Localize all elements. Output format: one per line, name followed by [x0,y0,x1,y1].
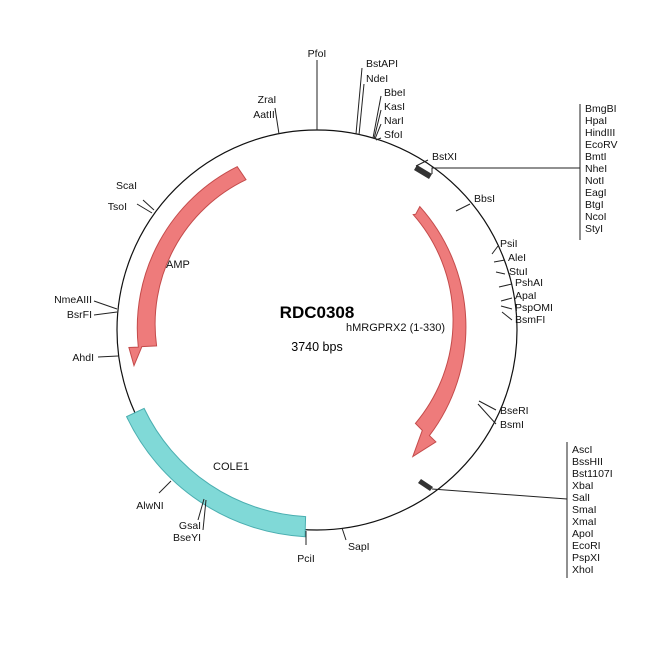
upper-site-5: NheI [585,163,607,175]
ndei-tick [358,83,365,136]
tsoi-tick [136,203,153,214]
bsmfi-tick [501,311,513,321]
site-bstxi: BstXI [432,151,457,163]
upper-site-3: EcoRV [585,139,618,151]
amp-label: AMP [166,259,190,271]
bbsi-tick [455,203,471,212]
lower-site-5: SmaI [572,504,597,516]
upper-cluster-ticks [414,165,432,179]
site-pcii: PciI [297,553,315,565]
zrai-tick [274,107,280,135]
site-alwni: AlwNI [136,500,163,512]
lower-cluster-ticks [418,479,433,491]
site-psii: PsiI [500,238,518,250]
lower-site-3: XbaI [572,480,594,492]
lower-site-1: BssHII [572,456,603,468]
insert-label: hMRGPRX2 (1-330) [346,322,445,334]
upper-site-1: HpaI [585,115,607,127]
bseri-tick [478,400,497,411]
upper-site-7: EagI [585,187,607,199]
upper-site-0: BmgBI [585,103,617,115]
pshai-tick [498,283,513,288]
site-bbsi: BbsI [474,193,495,205]
site-gsai: GsaI [179,520,201,532]
bseyi-tick [202,499,207,531]
lower-site-4: SalI [572,492,590,504]
upper-site-9: NcoI [585,211,607,223]
site-pfoi: PfoI [308,48,327,60]
site-ahdi: AhdI [72,352,94,364]
site-scai: ScaI [116,180,137,192]
stui-tick [495,271,506,275]
site-ndei: NdeI [366,73,388,85]
site-zrai: ZraI [258,94,277,106]
site-bsmfi: BsmFI [515,314,545,326]
site-psponi: PspOMI [515,302,553,314]
lower-site-9: PspXI [572,552,600,564]
apai-tick [500,297,513,302]
cole1-label: COLE1 [213,461,249,473]
lower-site-2: Bst1107I [572,468,613,480]
site-stui: StuI [509,266,528,278]
site-alei: AleI [508,252,526,264]
kasi-tick [373,109,382,140]
bsmi-tick [477,403,497,425]
site-sfoi: SfoI [384,129,403,141]
alwni-tick [158,480,172,494]
gsai-tick [197,498,205,521]
bsrfi-tick [93,311,118,316]
site-bsrfi: BsrFI [67,309,92,321]
sfoi-tick [375,137,382,141]
psponi-tick [500,305,513,310]
upper-site-4: BmtI [585,151,607,163]
site-aatii: AatII [253,109,275,121]
upper-site-8: BtgI [585,199,604,211]
site-nmealii: NmeAIII [54,294,92,306]
lower-site-10: XhoI [572,564,594,576]
nmealii-tick [93,300,118,310]
alei-tick [493,259,506,263]
bstxi-tick [415,159,429,167]
site-bseyi: BseYI [173,532,201,544]
bstapi-tick [355,67,363,135]
cole1-feature [125,407,307,538]
site-tsoi: TsoI [108,201,127,213]
sapi-tick [341,527,347,541]
upper-site-2: HindIII [585,127,615,139]
upper-site-6: NotI [585,175,604,187]
site-kasi: KasI [384,101,405,113]
scai-tick [142,199,155,211]
site-bseri: BseRI [500,405,529,417]
bbei-tick [372,95,382,139]
upper-cluster-leader [431,167,580,174]
site-pshai: PshAI [515,277,543,289]
site-nari: NarI [384,115,404,127]
upper-site-10: StyI [585,223,603,235]
ahdi-tick [97,355,119,358]
site-bbei: BbeI [384,87,406,99]
plasmid-name: RDC0308 [280,303,355,322]
site-bstapi: BstAPI [366,58,398,70]
amp-arrow [128,166,247,368]
psii-tick [491,245,499,255]
lower-site-8: EcoRI [572,540,601,552]
plasmid-size: 3740 bps [291,340,342,354]
site-sapi: SapI [348,541,370,553]
nari-tick [374,123,382,140]
lower-site-0: AscI [572,444,592,456]
lower-cluster-leader [431,488,568,500]
site-apai: ApaI [515,290,537,302]
lower-site-7: ApoI [572,528,594,540]
site-bsmi: BsmI [500,419,524,431]
insert-arrow [411,205,467,458]
lower-site-6: XmaI [572,516,597,528]
